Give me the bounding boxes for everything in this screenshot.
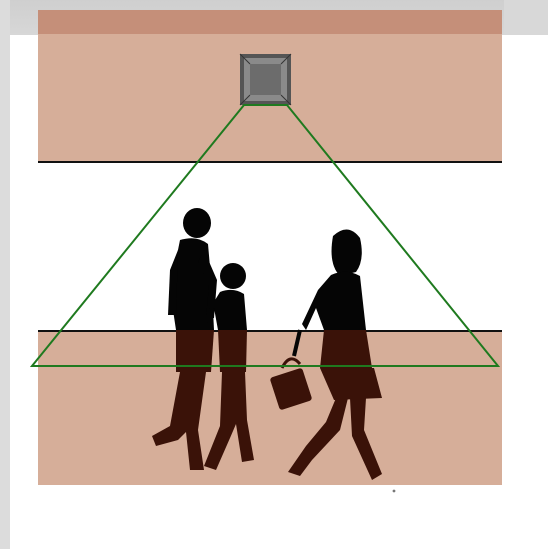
floor xyxy=(38,331,502,485)
ceiling-band-top xyxy=(38,10,502,34)
ceiling-sensor-icon xyxy=(240,54,291,105)
wall xyxy=(38,163,502,331)
small-mark xyxy=(393,490,396,493)
